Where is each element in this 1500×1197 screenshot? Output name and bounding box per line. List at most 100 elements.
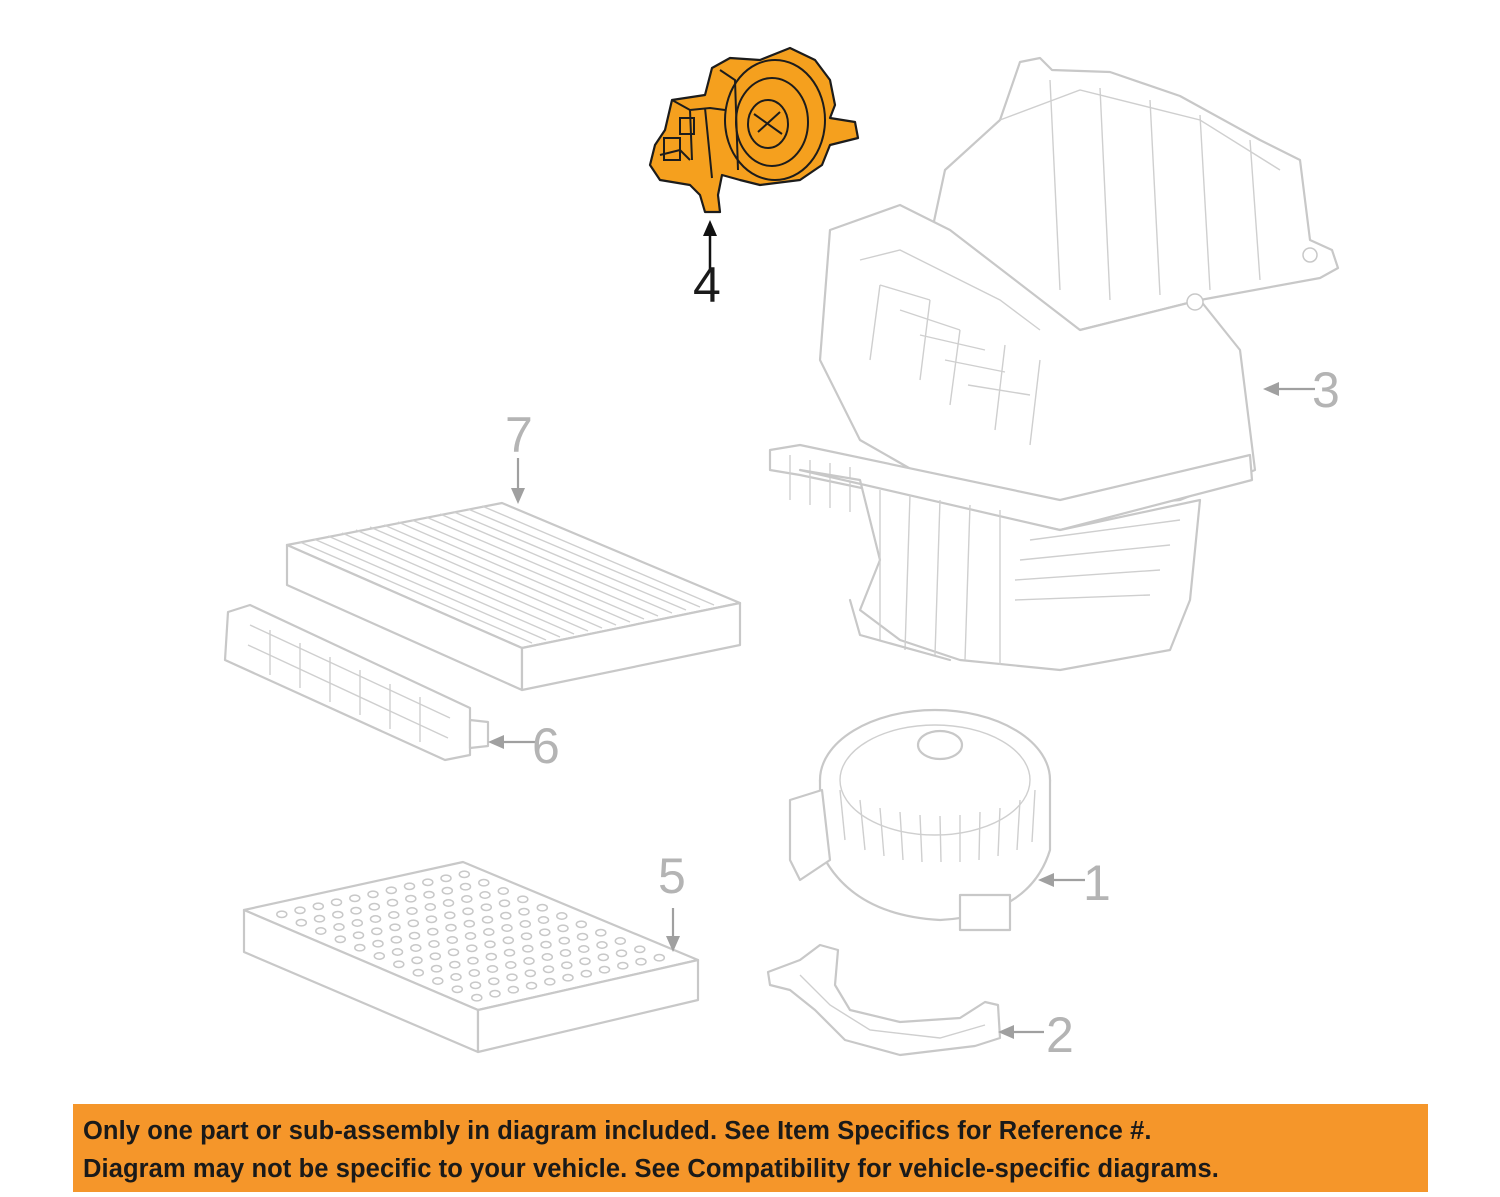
- filter-hole: [466, 944, 478, 953]
- filter-hole: [520, 932, 533, 941]
- filter-hole: [541, 953, 554, 961]
- filter-hole: [580, 969, 593, 978]
- filter-hole: [488, 977, 500, 986]
- filter-hole: [403, 882, 416, 891]
- filter-hole: [447, 948, 460, 957]
- filter-hole: [615, 949, 628, 958]
- filter-hole: [333, 923, 345, 931]
- filter-hole: [506, 973, 518, 982]
- filter-hole: [635, 957, 647, 966]
- filter-hole: [522, 944, 534, 953]
- filter-hole: [372, 939, 384, 948]
- filter-hole: [388, 911, 400, 919]
- filter-hole: [412, 968, 425, 977]
- filter-hole: [313, 914, 326, 923]
- part-5-dotted-filter: [242, 860, 700, 1054]
- filter-hole: [425, 915, 438, 924]
- filter-hole: [471, 993, 483, 1002]
- filter-hole: [410, 944, 422, 952]
- filter-hole: [498, 899, 511, 908]
- filter-hole: [429, 952, 442, 961]
- callout-5: 5: [658, 848, 686, 904]
- filter-hole: [440, 874, 452, 883]
- part-7-pleated-filter: [285, 501, 742, 692]
- disclaimer-line-2: Diagram may not be specific to your vehi…: [83, 1155, 1219, 1183]
- filter-hole: [385, 886, 398, 895]
- filter-hole: [459, 882, 472, 891]
- filter-hole: [598, 965, 611, 974]
- callout-7: 7: [505, 407, 533, 463]
- filter-hole: [562, 973, 574, 982]
- part-1-blower-motor: [788, 708, 1052, 932]
- callout-4: 4: [693, 257, 721, 313]
- filter-hole: [505, 961, 517, 969]
- filter-hole: [463, 919, 476, 928]
- filter-hole: [576, 932, 589, 941]
- filter-hole: [371, 927, 383, 936]
- filter-hole: [351, 919, 364, 927]
- filter-hole: [557, 924, 569, 933]
- filter-hole: [478, 878, 490, 887]
- filter-hole: [614, 937, 627, 945]
- filter-hole: [503, 948, 516, 957]
- filter-hole: [634, 945, 646, 954]
- filter-hole: [518, 907, 530, 916]
- filter-hole: [501, 924, 513, 932]
- filter-hole: [525, 981, 538, 990]
- filter-hole: [450, 973, 462, 981]
- filter-hole: [411, 956, 423, 965]
- filter-hole: [484, 940, 496, 949]
- filter-hole: [312, 902, 325, 911]
- filter-hole: [544, 977, 556, 986]
- filter-hole: [575, 920, 588, 929]
- part-6-grid-door: [223, 603, 490, 762]
- filter-hole: [391, 948, 404, 956]
- filter-hole: [461, 895, 473, 903]
- filter-hole: [386, 898, 399, 907]
- filter-hole: [432, 977, 444, 985]
- filter-hole: [542, 965, 555, 974]
- filter-hole: [507, 985, 520, 994]
- filter-hole: [536, 903, 549, 912]
- filter-hole: [423, 890, 435, 899]
- filter-hole: [539, 928, 551, 937]
- filter-hole: [458, 870, 471, 879]
- filter-hole: [467, 956, 479, 965]
- filter-hole: [462, 907, 474, 916]
- disclaimer-banner: Only one part or sub-assembly in diagram…: [73, 1104, 1428, 1192]
- filter-hole: [480, 903, 493, 912]
- filter-hole: [367, 890, 379, 899]
- filter-hole: [390, 935, 403, 944]
- filter-hole: [451, 985, 464, 994]
- filter-hole: [442, 899, 455, 907]
- callout-leaders: [488, 220, 1315, 1039]
- filter-hole: [369, 915, 382, 923]
- filter-hole: [389, 923, 401, 932]
- filter-hole: [349, 894, 361, 903]
- filter-hole: [332, 910, 344, 919]
- filter-hole: [354, 943, 366, 952]
- filter-hole: [373, 952, 386, 960]
- filter-hole: [393, 960, 405, 969]
- filter-hole: [653, 953, 666, 962]
- filter-hole: [445, 923, 457, 932]
- filter-hole: [489, 989, 501, 998]
- filter-hole: [556, 912, 568, 920]
- filter-hole: [578, 945, 590, 953]
- filter-hole: [294, 906, 306, 915]
- filter-hole: [595, 928, 607, 937]
- filter-hole: [315, 927, 327, 935]
- filter-hole: [500, 911, 512, 920]
- filter-hole: [524, 969, 537, 978]
- filter-hole: [430, 964, 443, 973]
- filter-hole: [517, 895, 529, 904]
- filter-hole: [441, 886, 454, 895]
- filter-hole: [486, 965, 499, 973]
- part-4-blend-door-actuator: [648, 46, 860, 214]
- filter-hole: [352, 931, 365, 940]
- filter-hole: [424, 903, 437, 911]
- filter-hole: [449, 960, 461, 969]
- filter-hole: [497, 887, 510, 895]
- filter-hole: [406, 907, 418, 915]
- filter-hole: [617, 961, 629, 970]
